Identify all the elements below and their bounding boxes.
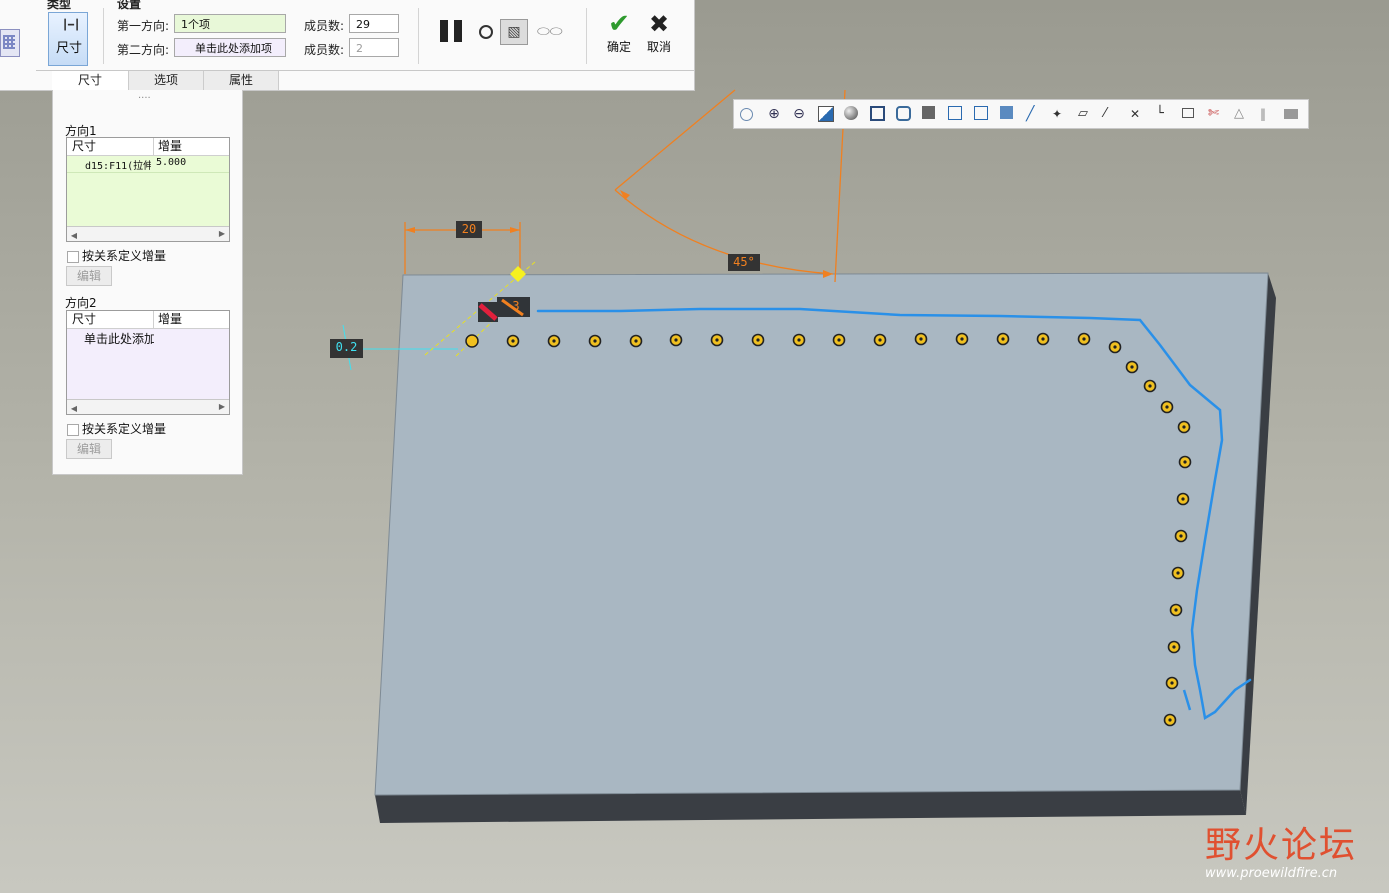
view-manager-icon[interactable]	[896, 106, 911, 121]
close-icon: ✖	[648, 10, 670, 38]
sketch-icon[interactable]: ✄	[1208, 106, 1219, 121]
plane-display-icon[interactable]	[948, 106, 962, 120]
shading-icon[interactable]	[844, 106, 858, 120]
repaint-icon[interactable]	[818, 106, 834, 122]
annotation-display-icon[interactable]: ✦	[1052, 107, 1063, 121]
dir1-relation-option[interactable]: 按关系定义增量	[67, 247, 166, 264]
dimension-graphics	[404, 89, 846, 283]
zoom-out-icon[interactable]: ⊖	[793, 106, 805, 122]
datum-axis-icon[interactable]: ⁄	[1104, 106, 1107, 121]
cancel-button[interactable]: ✖ 取消	[642, 10, 676, 60]
direction2-table[interactable]: 尺寸 增量 单击此处添加 ◀▶	[66, 310, 230, 415]
view-toolbar: ⊕ ⊖ ╱ ✦ ▱ ⁄ ✕ └ ✄ △ ‖	[733, 99, 1309, 129]
perspective-icon[interactable]	[922, 106, 935, 119]
dir2-row[interactable]: 单击此处添加	[67, 329, 229, 399]
no-preview-icon[interactable]	[479, 25, 493, 39]
next-icon[interactable]	[1284, 109, 1298, 119]
verify-glasses-icon[interactable]: ⬭⬭	[537, 22, 563, 40]
dir1-scrollbar[interactable]: ◀▶	[67, 226, 229, 241]
triangle-icon[interactable]: △	[1234, 106, 1244, 121]
watermark-title: 野火论坛	[1205, 825, 1358, 866]
saved-views-icon[interactable]	[870, 106, 885, 121]
seed-hole[interactable]	[465, 334, 479, 348]
direction2-title: 方向2	[65, 296, 97, 310]
direction1-table[interactable]: 尺寸 增量 d15:F11(拉伸 5.000 ◀▶	[66, 137, 230, 242]
plate-front-face	[375, 790, 1246, 823]
dir1-row[interactable]: d15:F11(拉伸 5.000	[67, 156, 229, 226]
type-group-label: 类型	[47, 0, 72, 11]
dir2-row-add[interactable]: 单击此处添加	[84, 332, 154, 346]
dir2-col-dimension: 尺寸	[72, 312, 97, 326]
dimension-3[interactable]: 3	[512, 299, 520, 313]
members2-label: 成员数:	[304, 43, 345, 57]
dir1-edit-button[interactable]: 编辑	[66, 266, 112, 286]
datum-csys-icon[interactable]: └	[1156, 106, 1164, 121]
panel-grip[interactable]: ....	[138, 90, 151, 101]
refit-icon[interactable]	[740, 108, 753, 121]
ok-button[interactable]: ✔ 确定	[602, 10, 636, 60]
dir2-relation-option[interactable]: 按关系定义增量	[67, 420, 166, 437]
dir2-col-increment: 增量	[158, 312, 183, 326]
zoom-in-icon[interactable]: ⊕	[768, 106, 780, 122]
watermark-url: www.proewildfire.cn	[1205, 866, 1338, 881]
anchor-point[interactable]	[510, 266, 526, 282]
tab-properties[interactable]: 属性	[204, 71, 279, 90]
pattern-member	[506, 332, 1192, 727]
dimensions-panel: .... 方向1 尺寸 增量 d15:F11(拉伸 5.000 ◀▶ 按关系定义…	[52, 90, 243, 475]
tab-options[interactable]: 选项	[129, 71, 204, 90]
spin-center-icon[interactable]	[1182, 108, 1194, 118]
dir1-col-increment: 增量	[158, 139, 183, 153]
settings-group-label: 设置	[117, 0, 142, 11]
checkmark-icon: ✔	[608, 9, 630, 39]
csys-display-icon[interactable]: ╱	[1026, 106, 1035, 122]
members2-input[interactable]: 2	[349, 38, 399, 57]
dir1-row-increment[interactable]: 5.000	[156, 157, 187, 168]
second-direction-collector[interactable]: 单击此处添加项	[174, 38, 286, 57]
dir2-scrollbar[interactable]: ◀▶	[67, 399, 229, 414]
first-direction-collector[interactable]: 1个项	[174, 14, 286, 33]
dir1-relation-checkbox[interactable]	[67, 250, 79, 263]
forum-watermark: 野火论坛 www.proewildfire.cn	[1205, 825, 1358, 882]
attached-preview-icon[interactable]: ▧	[500, 19, 528, 45]
dir1-row-dimension: d15:F11(拉伸	[85, 161, 151, 172]
dimension-20[interactable]: 20	[456, 221, 482, 238]
dir2-edit-button[interactable]: 编辑	[66, 439, 112, 459]
dir1-col-dimension: 尺寸	[72, 139, 97, 153]
direction1-title: 方向1	[65, 124, 97, 138]
pause-icon[interactable]	[440, 20, 464, 42]
dir2-relation-checkbox[interactable]	[67, 423, 79, 436]
datum-point-icon[interactable]: ✕	[1130, 107, 1141, 121]
tab-dimensions[interactable]: 尺寸	[52, 71, 129, 91]
plate-top-face[interactable]	[374, 272, 1269, 796]
pause-small-icon[interactable]: ‖	[1260, 107, 1266, 121]
dimension-0.2[interactable]: 0.2	[330, 339, 363, 358]
members1-label: 成员数:	[304, 19, 345, 33]
first-direction-label: 第一方向:	[117, 19, 170, 33]
dimension-type-button[interactable]: ┃━┃ 尺寸	[48, 12, 88, 66]
point-display-icon[interactable]	[1000, 106, 1013, 119]
datum-plane-icon[interactable]: ▱	[1078, 106, 1088, 121]
dashboard-ribbon: 类型 ┃━┃ 尺寸 设置 第一方向: 1个项 第二方向: 单击此处添加项 成员数…	[0, 0, 695, 91]
dimension-45-angle[interactable]: 45°	[728, 254, 760, 271]
pattern-members	[506, 332, 1192, 727]
members1-input[interactable]: 29	[349, 14, 399, 33]
dimension-icon: ┃━┃	[62, 20, 81, 31]
axis-display-icon[interactable]	[974, 106, 988, 120]
sketch-path	[536, 307, 1252, 721]
second-direction-label: 第二方向:	[117, 43, 170, 57]
